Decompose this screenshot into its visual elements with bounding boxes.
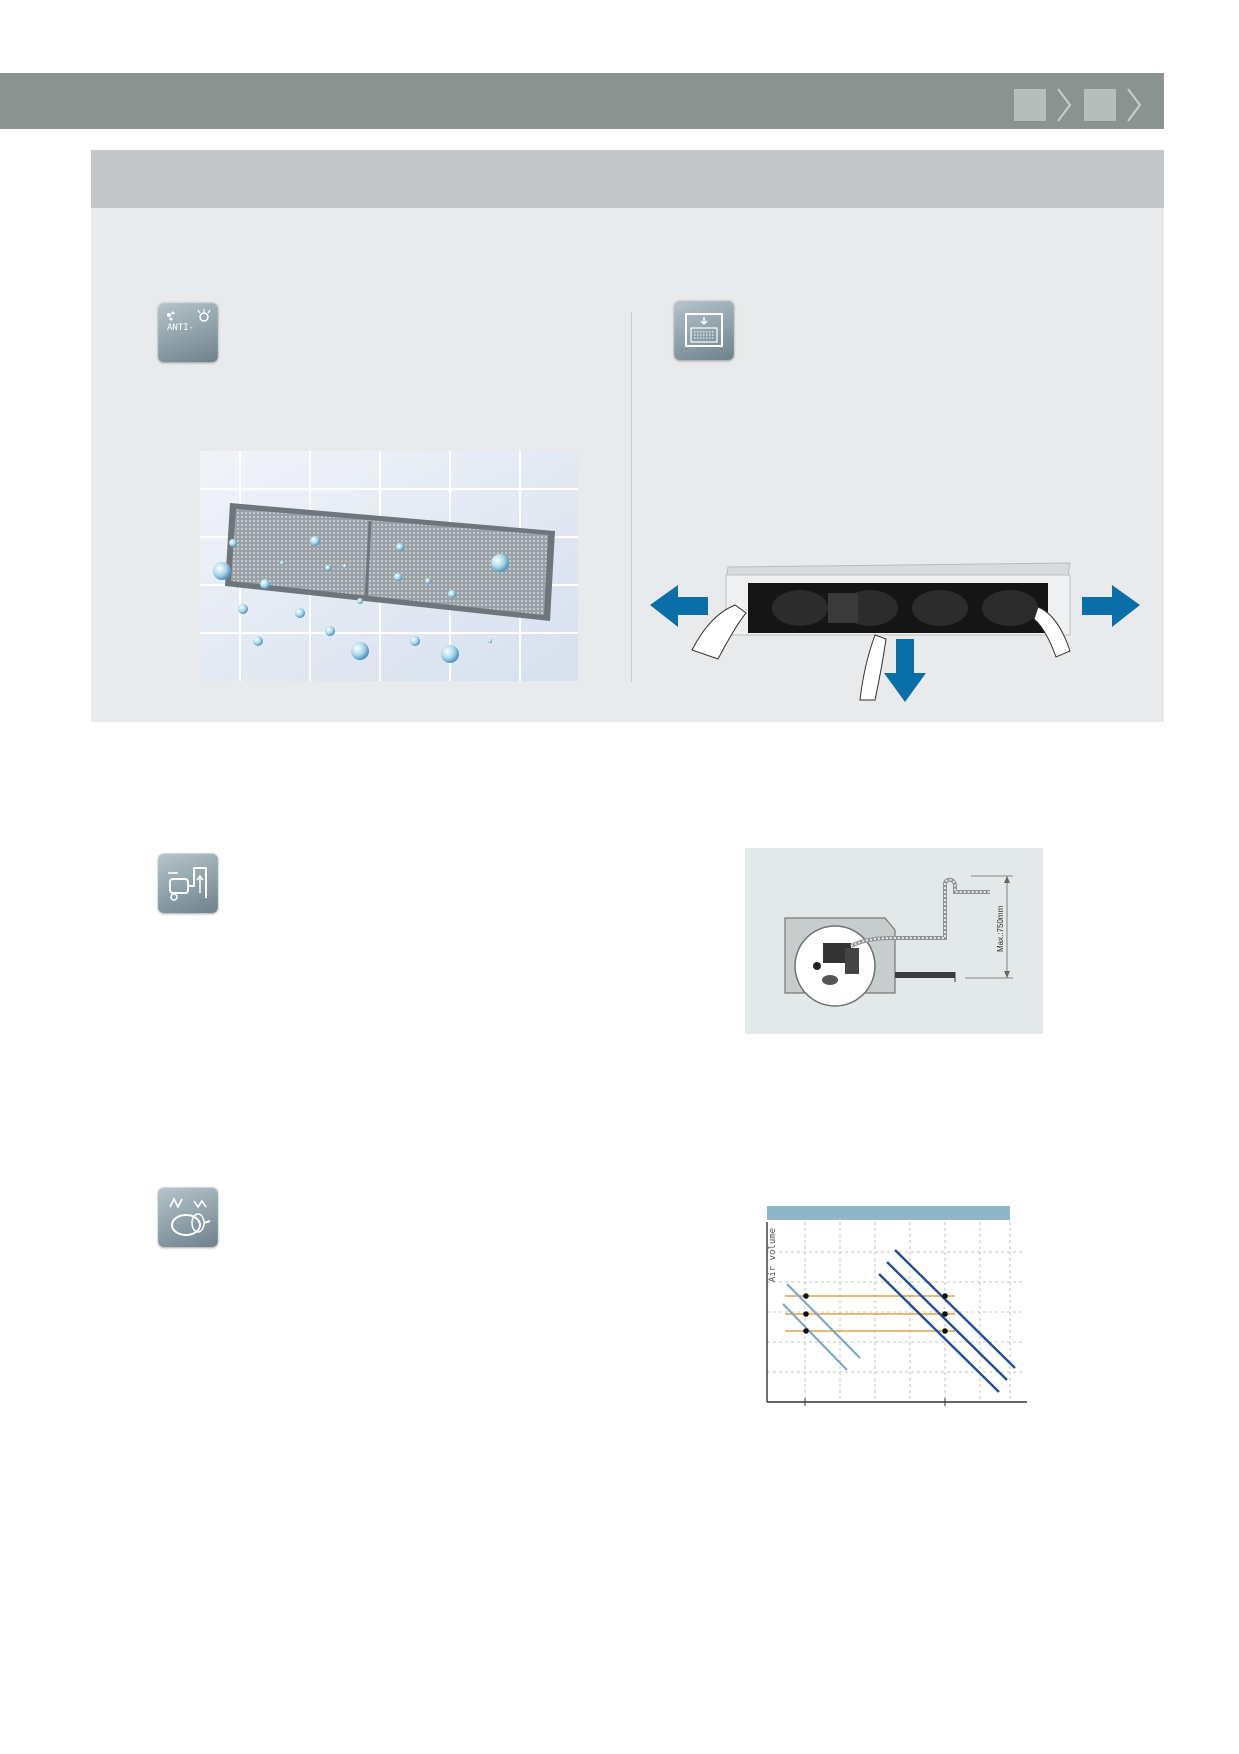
nav-square[interactable] <box>1014 89 1046 121</box>
header-bar <box>0 73 1164 129</box>
chevron-right-icon <box>1127 88 1142 122</box>
panel-header <box>91 150 1164 208</box>
panel-divider <box>631 312 632 682</box>
nav-square[interactable] <box>1084 89 1116 121</box>
drain-pump-icon <box>158 853 218 913</box>
filter-photo <box>200 451 578 681</box>
drain-diagram: Max.:750mm <box>745 848 1043 1034</box>
air-volume-chart: Air volume <box>755 1200 1030 1420</box>
motor-icon <box>158 1187 218 1247</box>
chart-header-bar <box>767 1206 1010 1220</box>
drain-max-label: Max.:750mm <box>996 905 1005 952</box>
anti-icon-text: ANTI- <box>167 323 194 333</box>
unit-removal-photo <box>650 562 1140 702</box>
chevron-right-icon <box>1057 88 1072 122</box>
anti-bacteria-icon: ANTI- <box>158 302 218 362</box>
filter-icon <box>674 300 734 360</box>
